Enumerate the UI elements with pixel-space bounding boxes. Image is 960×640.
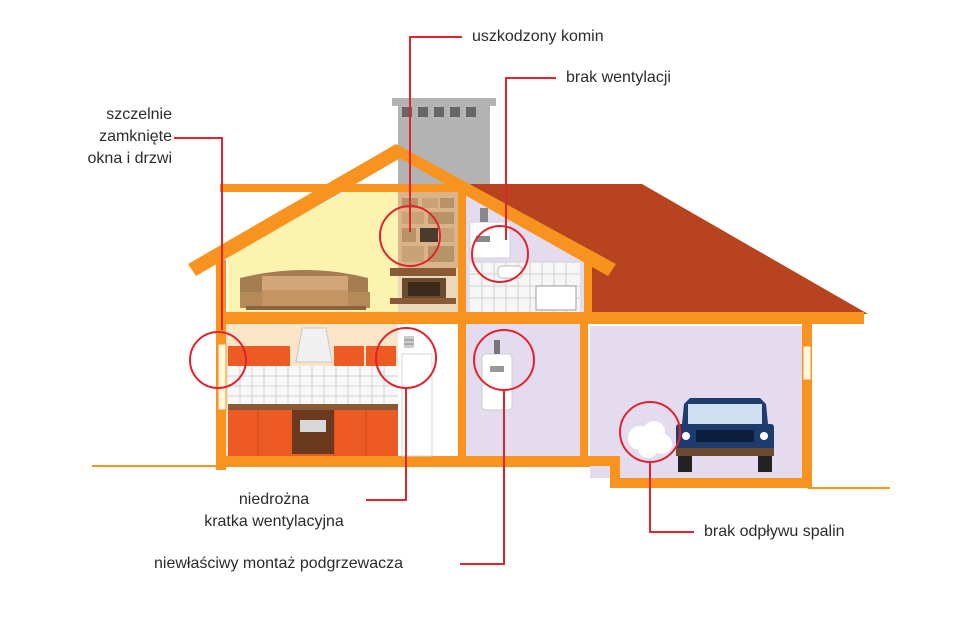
kitchen <box>228 327 398 456</box>
callout-line-grille <box>366 388 407 501</box>
left-window <box>217 343 227 411</box>
callout-line-heater <box>460 390 505 565</box>
callout-circle-chimney <box>379 205 441 267</box>
label-no-ventilation-text: brak wentylacji <box>566 69 671 86</box>
callout-circle-ventilation <box>471 225 529 283</box>
callout-line-exhaust <box>649 462 694 533</box>
sofa <box>240 270 370 310</box>
garage-window <box>802 345 812 381</box>
label-no-ventilation: brak wentylacji <box>566 67 671 89</box>
label-blocked-grille-line2: kratka wentylacyjna <box>204 513 344 530</box>
car <box>676 398 774 472</box>
label-sealed-windows: szczelnie zamknięte okna i drzwi <box>60 104 172 170</box>
label-no-exhaust-outlet-text: brak odpływu spalin <box>704 523 845 540</box>
label-sealed-windows-line3: okna i drzwi <box>87 150 172 167</box>
callout-lines <box>174 36 694 565</box>
stone-chimney <box>390 192 458 304</box>
label-damaged-chimney-text: uszkodzony komin <box>472 28 604 45</box>
label-sealed-windows-line1: szczelnie <box>106 106 172 123</box>
label-heater-installation-text: niewłaściwy montaż podgrzewacza <box>154 555 403 572</box>
callout-circle-windows <box>189 331 247 389</box>
callout-line-chimney <box>409 36 462 232</box>
boiler-room <box>464 322 580 456</box>
label-heater-installation: niewłaściwy montaż podgrzewacza <box>154 553 403 575</box>
label-no-exhaust-outlet: brak odpływu spalin <box>704 521 845 543</box>
label-blocked-grille: niedrożna kratka wentylacyjna <box>186 489 362 533</box>
exhaust-smoke <box>628 421 672 458</box>
label-blocked-grille-line1: niedrożna <box>238 491 310 508</box>
label-damaged-chimney: uszkodzony komin <box>472 26 604 48</box>
callout-line-windows <box>174 137 223 330</box>
label-sealed-windows-line2: zamknięte <box>99 128 172 145</box>
callout-line-ventilation <box>505 77 556 240</box>
